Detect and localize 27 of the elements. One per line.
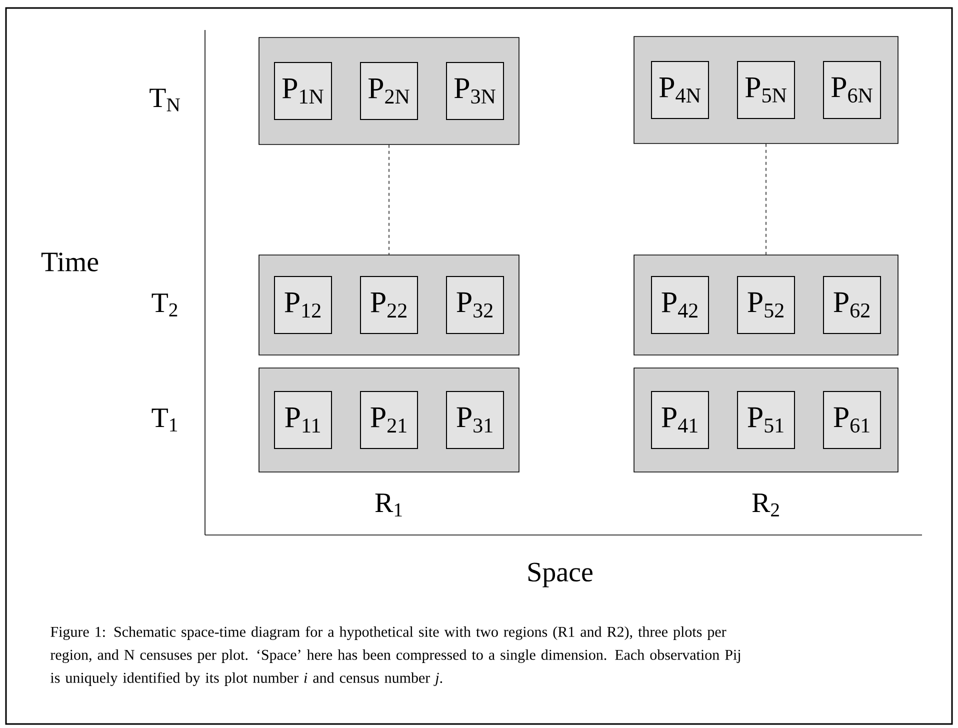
plot-box: P$_{3N}$ bbox=[446, 62, 504, 120]
plot-box: P$_{11}$ bbox=[274, 391, 332, 449]
plot-box: P$_{51}$ bbox=[737, 391, 795, 449]
plot-box: P$_{21}$ bbox=[360, 391, 418, 449]
plot-box: P$_{2N}$ bbox=[360, 62, 418, 120]
figure-caption: Figure 1: Schematic space-time diagram for a hypothetical site with two regions (R1 and R2), three plots per region, and N censuses per plot. ‘Space’ here has been compressed to a single dimension. Each observation Pij is uniquely identified by its plot number i and census number j. bbox=[50, 626, 740, 686]
plot-box: P$_{31}$ bbox=[446, 391, 504, 449]
column-label: R$_{1}$ bbox=[375, 494, 402, 516]
column-label: R$_{2}$ bbox=[752, 494, 779, 516]
plot-box: P$_{32}$ bbox=[446, 276, 504, 334]
plot-box: P$_{5N}$ bbox=[737, 61, 795, 119]
plot-box: P$_{6N}$ bbox=[823, 61, 882, 119]
row-label: T$_{1}$ bbox=[152, 408, 178, 432]
plot-box: P$_{4N}$ bbox=[651, 61, 709, 119]
plot-box: P$_{22}$ bbox=[360, 276, 418, 334]
axis-label: Space bbox=[528, 562, 592, 588]
plot-box: P$_{62}$ bbox=[823, 276, 882, 334]
row-label: T$_{2}$ bbox=[152, 294, 178, 316]
plot-box: P$_{61}$ bbox=[823, 391, 882, 449]
plot-box: P$_{41}$ bbox=[651, 391, 709, 449]
dashed-connector bbox=[388, 144, 390, 255]
plot-box: P$_{52}$ bbox=[737, 276, 795, 334]
plot-box: P$_{1N}$ bbox=[274, 62, 332, 120]
plot-box: P$_{12}$ bbox=[274, 276, 332, 334]
row-label: T$_{N}$ bbox=[150, 88, 180, 112]
axis-label: Time bbox=[41, 252, 98, 272]
plot-box: P$_{42}$ bbox=[651, 276, 709, 334]
